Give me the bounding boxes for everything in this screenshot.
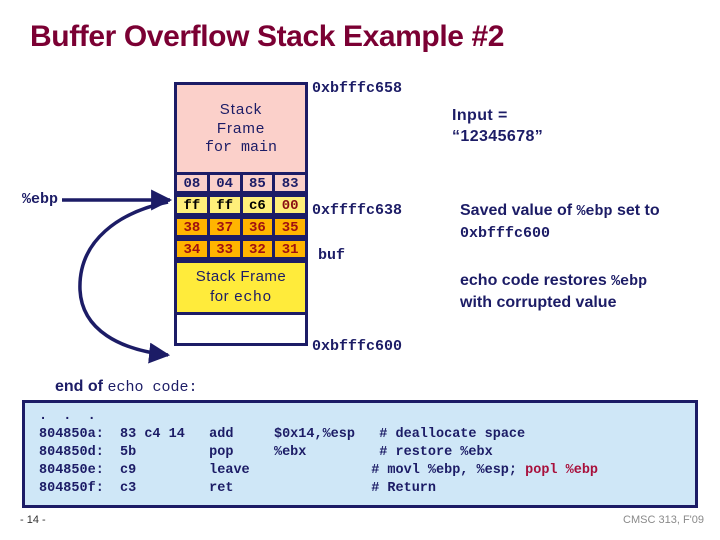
code-line: 804850f: c3 ret # Return: [39, 480, 695, 498]
byte-row-buf-low: 34 33 32 31: [174, 238, 308, 260]
byte-cell: ff: [177, 197, 210, 214]
byte-row-buf-high: 38 37 36 35: [174, 216, 308, 238]
stack-diagram: Stack Frame for main 08 04 85 83 ff ff c…: [174, 82, 308, 346]
note-echo-corrupted: echo code restores %ebp with corrupted v…: [460, 270, 718, 313]
frame-main-line1: Stack: [219, 101, 263, 118]
byte-cell: 04: [209, 175, 243, 192]
code-mnemonic: ret: [209, 481, 234, 496]
address-label-top: 0xbfffc658: [312, 80, 403, 97]
byte-cell: 85: [242, 175, 276, 192]
byte-cell: c6: [242, 197, 276, 214]
code-bytes: c9: [120, 463, 137, 478]
code-heading: end of echo code:: [55, 378, 197, 396]
byte-row-saved-ebp: ff ff c6 00: [174, 194, 308, 216]
byte-cell: 32: [242, 241, 276, 258]
code-addr: 804850f:: [39, 481, 104, 496]
byte-cell: 08: [177, 175, 210, 192]
stack-frame-main-box: Stack Frame for main: [174, 82, 308, 172]
address-label-bottom: 0xbfffc600: [312, 338, 403, 355]
code-line: 804850d: 5b pop %ebx # restore %ebx: [39, 444, 695, 462]
buf-label: buf: [318, 247, 346, 264]
code-heading-bold: end of: [55, 378, 108, 395]
byte-cell: 38: [177, 219, 210, 236]
code-bytes: c3: [120, 481, 137, 496]
code-comment: # restore %ebx: [379, 445, 493, 460]
code-line-ellipsis: . . .: [39, 409, 96, 424]
code-comment: # movl %ebp, %esp;: [371, 463, 526, 478]
ebp-curved-arrow: [78, 200, 171, 364]
code-comment: # deallocate space: [379, 427, 526, 442]
frame-echo-target: echo: [233, 289, 272, 306]
byte-cell: 35: [275, 219, 305, 236]
page-number: - 14 -: [20, 514, 46, 526]
code-addr: 804850d:: [39, 445, 104, 460]
code-comment-highlight: popl %ebp: [525, 463, 599, 478]
frame-main-line2: Frame: [216, 120, 266, 137]
note-input-line1: Input =: [452, 107, 508, 124]
note-saved-part2: set to: [612, 202, 660, 219]
assembly-code-block: . . . 804850a: 83 c4 14 add $0x14,%esp #…: [22, 400, 698, 508]
course-label: CMSC 313, F'09: [623, 514, 704, 526]
note-saved-value: 0xbfffc600: [460, 225, 551, 242]
code-line: 804850e: c9 leave # movl %ebp, %esp; pop…: [39, 462, 695, 480]
note-echo-part1: echo code restores: [460, 272, 612, 289]
byte-cell: 36: [242, 219, 276, 236]
frame-main-line3: for main: [204, 139, 277, 156]
byte-row-return-address: 08 04 85 83: [174, 172, 308, 194]
ebp-register-label: %ebp: [22, 191, 59, 208]
frame-echo-line2: for echo: [210, 287, 272, 308]
note-echo-register: %ebp: [611, 273, 648, 290]
code-bytes: 83 c4 14: [120, 427, 185, 442]
code-operands: $0x14,%esp: [273, 427, 355, 442]
byte-cell: 33: [209, 241, 243, 258]
frame-echo-line1: Stack Frame: [195, 268, 287, 285]
byte-cell: 34: [177, 241, 210, 258]
byte-cell: 83: [275, 175, 305, 192]
ebp-pointer-arrows: [62, 189, 173, 364]
stack-bottom-empty-box: [174, 312, 308, 346]
note-input: Input = “12345678”: [452, 105, 543, 147]
note-saved-register: %ebp: [576, 203, 613, 220]
note-echo-part2: with corrupted value: [460, 294, 617, 311]
code-mnemonic: pop: [209, 445, 234, 460]
code-addr: 804850e:: [39, 463, 104, 478]
code-line: 804850a: 83 c4 14 add $0x14,%esp # deall…: [39, 426, 695, 444]
code-heading-mono: echo code:: [107, 379, 198, 396]
code-mnemonic: add: [209, 427, 234, 442]
code-addr: 804850a:: [39, 427, 104, 442]
byte-cell: ff: [209, 197, 243, 214]
byte-cell: 31: [275, 241, 305, 258]
byte-cell: 37: [209, 219, 243, 236]
note-saved-ebp: Saved value of %ebp set to 0xbfffc600: [460, 200, 720, 244]
code-operands: %ebx: [273, 445, 307, 460]
code-comment: # Return: [371, 481, 436, 496]
code-bytes: 5b: [120, 445, 137, 460]
address-label-middle: 0xffffc638: [312, 202, 403, 219]
page-title: Buffer Overflow Stack Example #2: [30, 20, 505, 53]
note-input-line2: “12345678”: [452, 128, 544, 145]
note-saved-part1: Saved value of: [460, 202, 577, 219]
frame-echo-line2-prefix: for: [210, 288, 234, 305]
byte-cell: 00: [275, 197, 305, 214]
stack-frame-echo-box: Stack Frame for echo: [174, 260, 308, 312]
code-mnemonic: leave: [209, 463, 250, 478]
